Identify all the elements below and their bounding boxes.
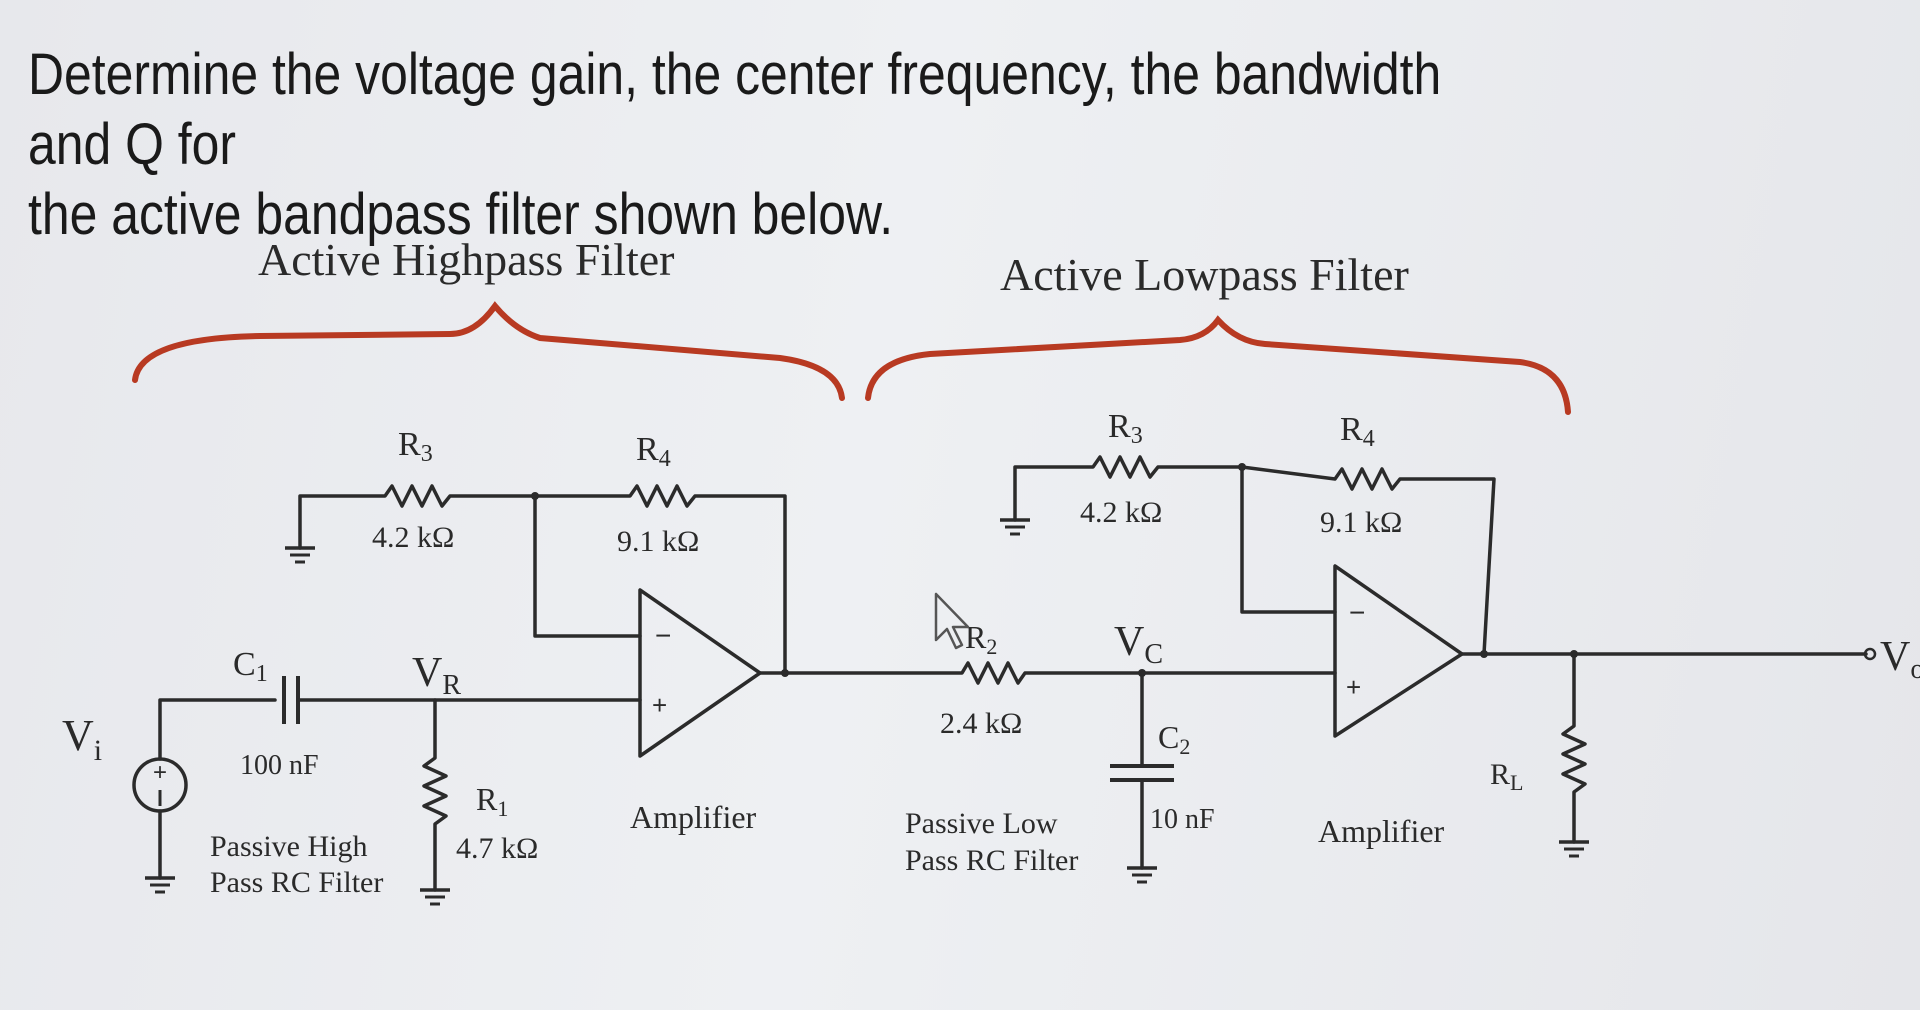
- vi-label: Vi: [62, 711, 102, 767]
- opamp-2: − +: [1333, 564, 1464, 738]
- vc-label: VC: [1114, 619, 1163, 670]
- lp-r3-value: 4.2 kΩ: [1080, 496, 1162, 529]
- question-text: Determine the voltage gain, the center f…: [28, 40, 1490, 250]
- c1-value: 100 nF: [240, 750, 319, 781]
- source-plus-sign: +: [153, 759, 167, 786]
- r1-label: R1: [476, 781, 508, 821]
- passive-low-label-1: Passive Low: [905, 807, 1058, 840]
- c1-label: C1: [233, 646, 268, 687]
- question-line-1: Determine the voltage gain, the center f…: [28, 42, 1442, 177]
- passive-high-label-2: Pass RC Filter: [210, 866, 383, 899]
- lp-r4-label: R4: [1340, 411, 1375, 452]
- highpass-brace: [132, 301, 845, 401]
- lp-r4-value: 9.1 kΩ: [1320, 506, 1402, 539]
- hp-r3-label: R3: [398, 426, 433, 467]
- lp-r3-ground-icon: [998, 518, 1032, 536]
- opamp2-minus: −: [1349, 597, 1365, 628]
- input-voltage-source: +: [132, 757, 188, 813]
- question-line-2: the active bandpass filter shown below.: [28, 182, 894, 247]
- r1-value: 4.7 kΩ: [456, 832, 538, 865]
- opamp-1: − +: [638, 588, 762, 758]
- highpass-title: Active Highpass Filter: [258, 234, 675, 285]
- r2-value: 2.4 kΩ: [940, 707, 1022, 740]
- mouse-cursor-icon: [934, 592, 970, 650]
- lowpass-title: Active Lowpass Filter: [1000, 249, 1409, 300]
- passive-high-label-1: Passive High: [210, 830, 368, 863]
- vr-label: VR: [412, 650, 461, 701]
- c1-capacitor: [282, 676, 300, 724]
- rl-ground-icon: [1557, 840, 1591, 858]
- passive-low-label-2: Pass RC Filter: [905, 844, 1078, 877]
- c2-value: 10 nF: [1150, 804, 1215, 835]
- opamp1-minus: −: [655, 620, 671, 651]
- amp2-label: Amplifier: [1318, 813, 1445, 849]
- lowpass-brace: [865, 315, 1571, 415]
- hp-r4-label: R4: [636, 431, 671, 472]
- opamp1-plus: +: [652, 690, 667, 720]
- output-terminal-icon: [1863, 647, 1877, 661]
- rl-label: RL: [1490, 758, 1523, 795]
- amp1-label: Amplifier: [630, 799, 757, 835]
- vo-label: Vo: [1880, 634, 1920, 685]
- hp-r3-ground-icon: [283, 546, 317, 564]
- lp-r3-label: R3: [1108, 408, 1143, 449]
- c2-ground-icon: [1125, 866, 1159, 884]
- c2-label: C2: [1158, 719, 1190, 759]
- opamp2-plus: +: [1346, 672, 1361, 702]
- hp-r4-value: 9.1 kΩ: [617, 525, 699, 558]
- source-ground-icon: [143, 876, 177, 894]
- hp-r3-value: 4.2 kΩ: [372, 521, 454, 554]
- r1-ground-icon: [418, 888, 452, 906]
- c2-capacitor: [1110, 764, 1174, 782]
- r2-label: R2: [965, 619, 997, 659]
